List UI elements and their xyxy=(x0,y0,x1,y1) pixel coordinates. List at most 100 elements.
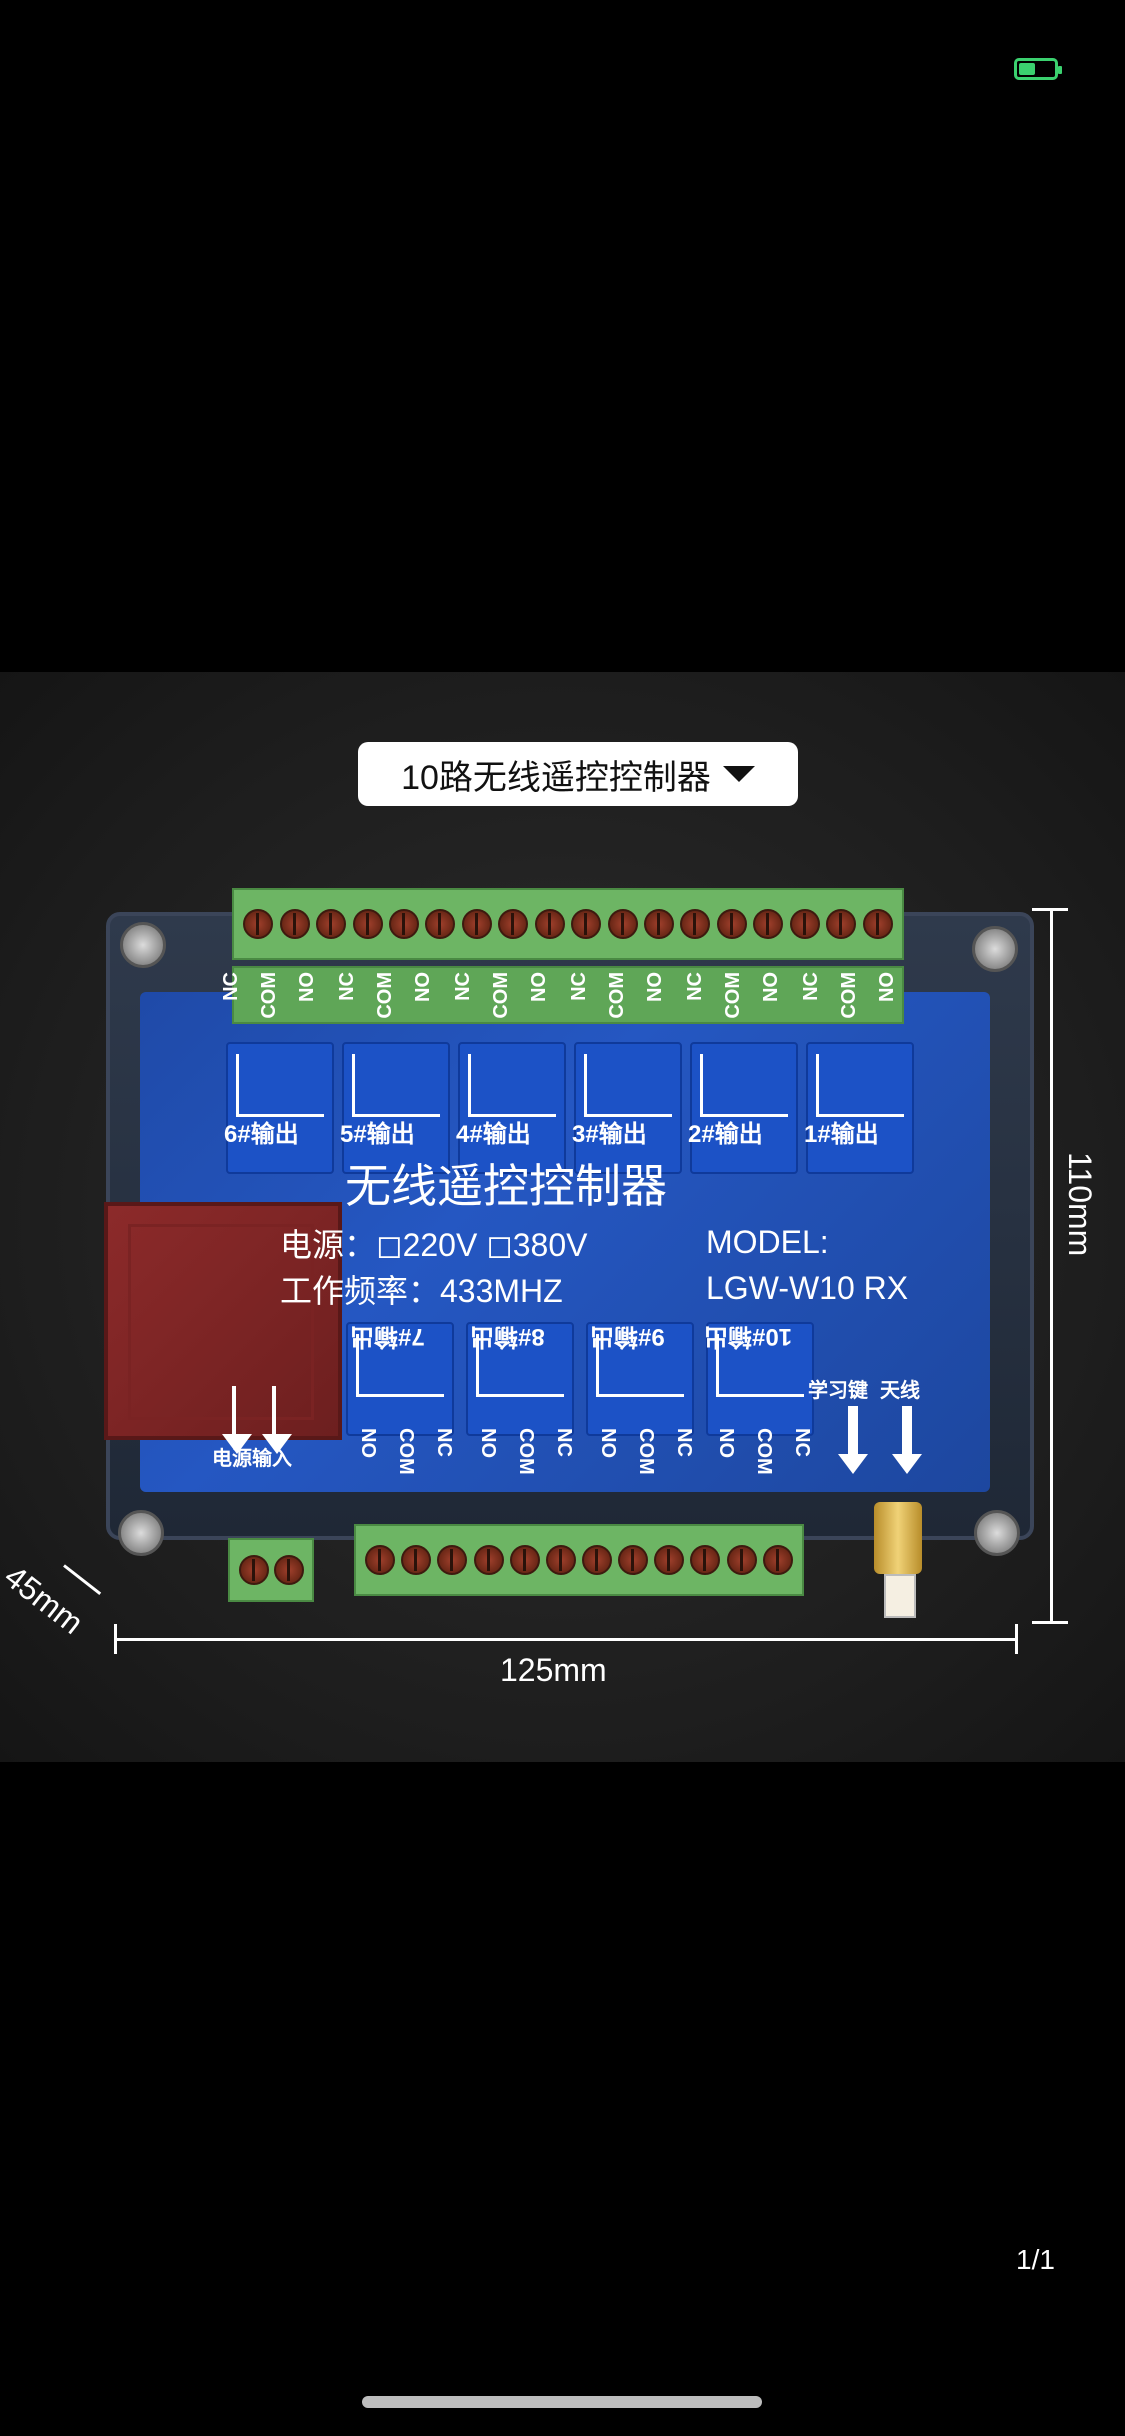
screw-terminal xyxy=(826,909,857,939)
relay xyxy=(342,1042,450,1174)
pin-label: NO xyxy=(296,972,318,1002)
model-value: LGW-W10 RX xyxy=(706,1270,909,1306)
screw-terminal xyxy=(862,909,893,939)
output-label: 8#输出 xyxy=(470,1323,545,1350)
pin-label: NO xyxy=(528,972,550,1002)
screw-terminal xyxy=(644,909,675,939)
screw-terminal xyxy=(607,909,638,939)
power-terminal-block xyxy=(228,1538,314,1602)
pin-label: NC xyxy=(568,972,590,1001)
output-label: 6#输出 xyxy=(224,1121,299,1148)
relay xyxy=(586,1322,694,1436)
screw-terminal xyxy=(654,1545,685,1575)
screw-terminal xyxy=(352,909,383,939)
pin-label: COM xyxy=(606,972,628,1019)
screw-terminal xyxy=(425,909,456,939)
relay xyxy=(346,1322,454,1436)
screw-terminal xyxy=(690,1545,721,1575)
pin-label: COM xyxy=(635,1428,657,1475)
status-battery-icon: ⚡ xyxy=(1014,58,1062,80)
screw-terminal xyxy=(365,1545,396,1575)
screw-terminal xyxy=(316,909,347,939)
height-dimension: 110mm xyxy=(1062,1152,1098,1257)
screw-terminal xyxy=(618,1545,649,1575)
screw-terminal xyxy=(273,1555,304,1585)
top-terminal-block xyxy=(232,888,904,960)
arrow-down-icon xyxy=(222,1386,252,1454)
output-label: 7#输出 xyxy=(350,1323,425,1350)
home-indicator[interactable] xyxy=(362,2396,762,2408)
screw-terminal xyxy=(582,1545,613,1575)
relay xyxy=(466,1322,574,1436)
pin-label: NC xyxy=(800,972,822,1001)
output-label: 5#输出 xyxy=(340,1121,415,1148)
output-label: 2#输出 xyxy=(688,1121,763,1148)
screw-terminal xyxy=(789,909,820,939)
screw-terminal xyxy=(279,909,310,939)
pin-label: NC xyxy=(433,1428,455,1457)
screw-terminal xyxy=(762,1545,793,1575)
pin-label: COM xyxy=(395,1428,417,1475)
pin-label: COM xyxy=(838,972,860,1019)
mount-screw xyxy=(120,922,166,968)
learn-key-label: 学习键 xyxy=(808,1380,868,1402)
top-terminal-labels-strip xyxy=(232,966,904,1024)
frequency-spec: 工作频率：433MHZ xyxy=(280,1273,563,1309)
output-label: 1#输出 xyxy=(804,1121,879,1148)
width-dimension: 125mm xyxy=(500,1652,607,1688)
relay xyxy=(706,1322,814,1436)
relay xyxy=(690,1042,798,1174)
pin-label: NO xyxy=(760,972,782,1002)
screw-terminal xyxy=(726,1545,757,1575)
screw-terminal xyxy=(680,909,711,939)
screw-terminal xyxy=(473,1545,504,1575)
output-label: 9#输出 xyxy=(590,1323,665,1350)
pin-label: COM xyxy=(258,972,280,1019)
arrow-down-icon xyxy=(892,1406,922,1474)
pin-label: NC xyxy=(553,1428,575,1457)
screw-terminal xyxy=(545,1545,576,1575)
variant-selector[interactable]: 10路无线遥控控制器 xyxy=(358,742,798,806)
power-input-label: 电源输入 xyxy=(212,1448,292,1470)
height-dimension-line xyxy=(1032,908,1068,1624)
pin-label: COM xyxy=(374,972,396,1019)
antenna-connector xyxy=(874,1502,922,1618)
pin-label: NC xyxy=(220,972,242,1001)
antenna-label: 天线 xyxy=(880,1380,920,1402)
depth-dimension-line xyxy=(63,1564,102,1596)
chevron-down-icon xyxy=(722,766,755,782)
pin-label: NO xyxy=(597,1428,619,1458)
relay xyxy=(806,1042,914,1174)
mount-screw xyxy=(118,1510,164,1556)
pin-label: COM xyxy=(722,972,744,1019)
screw-terminal xyxy=(243,909,274,939)
screw-terminal xyxy=(238,1555,269,1585)
board-title: 无线遥控控制器 xyxy=(345,1160,667,1212)
relay xyxy=(458,1042,566,1174)
pin-label: NC xyxy=(336,972,358,1001)
pin-label: COM xyxy=(753,1428,775,1475)
pin-label: COM xyxy=(515,1428,537,1475)
screw-terminal xyxy=(388,909,419,939)
pin-label: NC xyxy=(684,972,706,1001)
product-photo: 10路无线遥控控制器 NC COM NO NC COM NO NC COM NO… xyxy=(0,672,1125,1762)
bottom-terminal-block xyxy=(354,1524,804,1596)
output-label: 3#输出 xyxy=(572,1121,647,1148)
pin-label: NC xyxy=(791,1428,813,1457)
screw-terminal xyxy=(509,1545,540,1575)
model-label: MODEL: xyxy=(706,1224,829,1260)
pin-label: NO xyxy=(644,972,666,1002)
output-label: 10#输出 xyxy=(704,1323,793,1350)
pin-label: NO xyxy=(412,972,434,1002)
pin-label: NC xyxy=(452,972,474,1001)
page-counter: 1/1 xyxy=(1016,2244,1055,2275)
power-spec: 电源：◻220V ◻380V xyxy=(280,1227,588,1263)
screw-terminal xyxy=(401,1545,432,1575)
mount-screw xyxy=(972,926,1018,972)
arrow-down-icon xyxy=(838,1406,868,1474)
pin-label: NO xyxy=(876,972,898,1002)
screw-terminal xyxy=(571,909,602,939)
pin-label: NO xyxy=(357,1428,379,1458)
screw-terminal xyxy=(498,909,529,939)
arrow-down-icon xyxy=(262,1386,292,1454)
